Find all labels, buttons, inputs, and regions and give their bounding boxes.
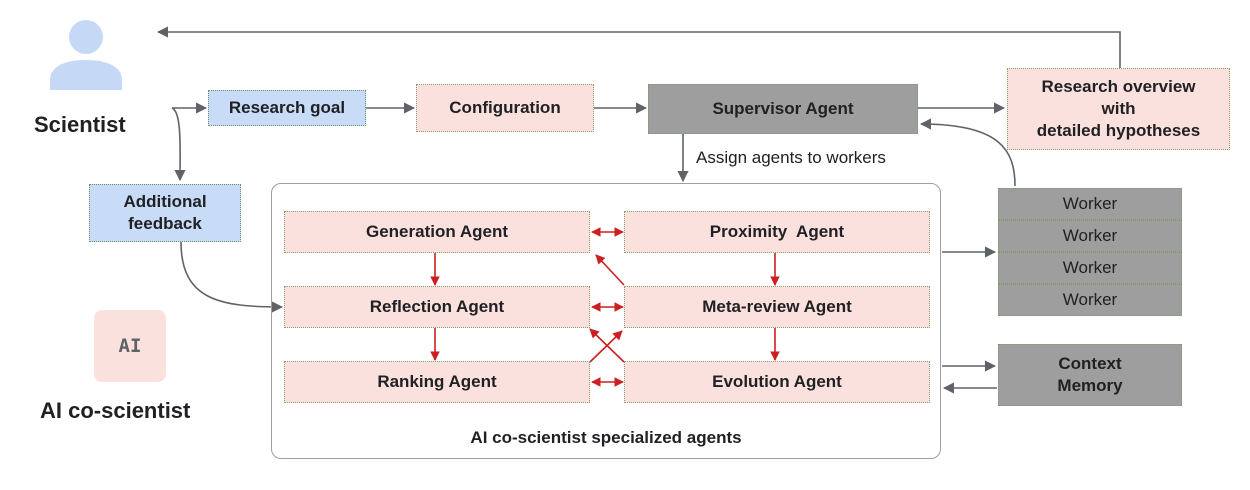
supervisor-agent-box: Supervisor Agent [648,84,918,134]
metareview-to-generation-arrow [595,254,625,286]
panel-title: AI co-scientist specialized agents [470,428,742,447]
context-line-1: Context [1058,354,1122,373]
configuration-label: Configuration [449,98,561,117]
configuration-box: Configuration [416,84,594,132]
overview-to-scientist-arrow [156,26,1121,68]
scientist-to-feedback-arrow [171,107,186,182]
context-memory-box: Context Memory [998,344,1182,406]
ai-badge: AI [94,310,166,382]
ai-badge-text: AI [118,335,142,357]
ranking-agent-label: Ranking Agent [377,372,497,391]
supervisor-agent-label: Supervisor Agent [712,99,854,118]
generation-agent-box: Generation Agent [284,211,590,253]
proximity-agent-label: Proximity Agent [709,222,845,241]
worker-box: Worker [998,188,1182,220]
ranking-to-metareview-arrow [589,330,623,363]
scientist-label: Scientist [34,112,126,137]
meta-review-agent-box: Meta-review Agent [624,286,930,328]
proximity-agent-box: Proximity Agent [624,211,930,253]
reflection-agent-label: Reflection Agent [369,297,505,316]
reflection-agent-box: Reflection Agent [284,286,590,328]
ai-co-scientist-label: AI co-scientist [40,398,191,423]
overview-line-2: with [1101,99,1136,118]
feedback-to-reflection-arrow [180,241,284,313]
research-goal-box: Research goal [208,90,366,126]
overview-line-3: detailed hypotheses [1036,121,1201,140]
feedback-line-1: Additional [123,192,207,211]
generation-agent-label: Generation Agent [366,222,508,241]
evolution-agent-box: Evolution Agent [624,361,930,403]
worker-box: Worker [998,284,1182,316]
assign-agents-label: Assign agents to workers [696,148,886,167]
evolution-agent-label: Evolution Agent [712,372,842,391]
overview-line-1: Research overview [1041,77,1196,96]
specialized-agents-panel [271,183,941,459]
worker-box: Worker [998,252,1182,284]
research-overview-box: Research overview with detailed hypothes… [1007,68,1230,150]
additional-feedback-box: Additional feedback [89,184,241,242]
ranking-agent-box: Ranking Agent [284,361,590,403]
worker-box: Worker [998,220,1182,252]
workers-to-supervisor-arrow [919,118,1016,187]
feedback-line-2: feedback [128,214,202,233]
research-goal-label: Research goal [228,98,346,117]
meta-review-agent-label: Meta-review Agent [702,297,852,316]
context-line-2: Memory [1057,376,1123,395]
person-icon [50,20,122,90]
